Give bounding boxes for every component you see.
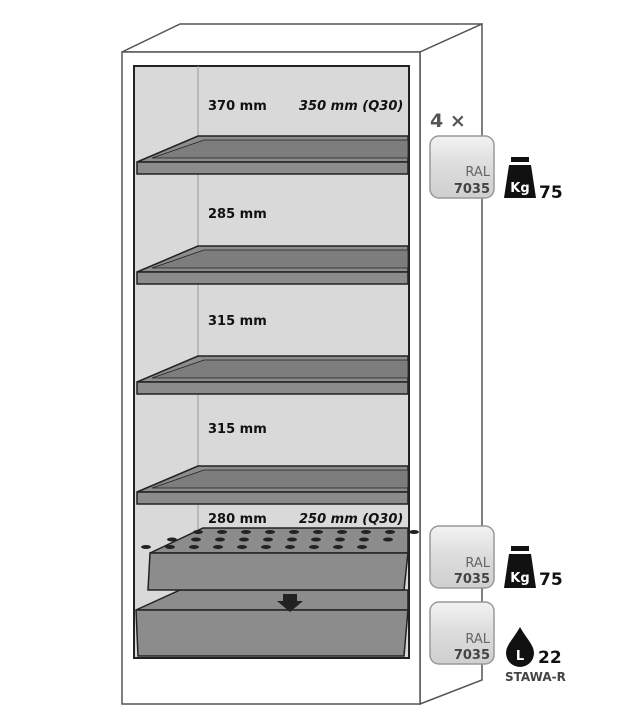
weight-kg-icon: Kg xyxy=(504,546,536,588)
shelf-count: 4 × xyxy=(430,110,466,132)
insert-hole xyxy=(141,545,151,549)
svg-text:7035: 7035 xyxy=(454,572,490,587)
insert-ral-badge: RAL 7035 xyxy=(429,525,495,589)
insert-hole xyxy=(217,530,227,534)
shelf-tray xyxy=(136,465,409,505)
shelf-height-label: 370 mm xyxy=(208,99,267,114)
insert-hole xyxy=(385,530,395,534)
insert-hole xyxy=(383,537,393,542)
weight-kg-icon: Kg xyxy=(504,157,536,198)
insert-hole xyxy=(337,530,347,534)
insert-hole xyxy=(213,545,223,549)
insert-hole xyxy=(239,537,249,542)
svg-text:RAL: RAL xyxy=(465,165,490,180)
insert-hole xyxy=(193,530,203,534)
shelf-height-alt-label: 350 mm (Q30) xyxy=(299,99,403,114)
svg-text:Kg: Kg xyxy=(510,181,529,196)
bottom-sump xyxy=(135,589,409,657)
sump-volume-value: 22 xyxy=(538,648,562,668)
svg-text:7035: 7035 xyxy=(454,648,490,663)
svg-text:L: L xyxy=(516,649,524,664)
arrow-down-icon xyxy=(277,594,303,612)
insert-hole xyxy=(189,545,199,549)
insert-hole xyxy=(237,545,247,549)
insert-hole xyxy=(335,537,345,542)
insert-load-value: 75 xyxy=(539,570,563,590)
insert-hole xyxy=(357,545,367,549)
insert-hole xyxy=(165,545,175,549)
insert-hole xyxy=(215,537,225,542)
drop-liter-icon: L xyxy=(506,627,534,667)
sump-model-caption: STAWA-R xyxy=(505,670,566,684)
shelves xyxy=(136,135,409,505)
svg-text:Kg: Kg xyxy=(510,571,529,586)
insert-hole xyxy=(309,545,319,549)
shelf-tray xyxy=(136,135,409,175)
insert-hole xyxy=(285,545,295,549)
insert-hole xyxy=(241,530,251,534)
insert-hole xyxy=(333,545,343,549)
svg-text:7035: 7035 xyxy=(454,182,490,197)
insert-hole xyxy=(287,537,297,542)
insert-hole xyxy=(191,537,201,542)
shelf-height-alt-label: 250 mm (Q30) xyxy=(299,512,403,527)
shelf-ral-badge: RAL 7035 xyxy=(429,135,495,199)
insert-hole xyxy=(409,530,419,534)
shelf-load-value: 75 xyxy=(539,183,563,203)
shelf-tray xyxy=(136,355,409,395)
shelf-height-label: 315 mm xyxy=(208,422,267,437)
insert-hole xyxy=(313,530,323,534)
insert-hole xyxy=(265,530,275,534)
insert-hole xyxy=(167,537,177,542)
shelf-height-label: 280 mm xyxy=(208,512,267,527)
insert-hole xyxy=(261,545,271,549)
insert-hole xyxy=(289,530,299,534)
insert-hole xyxy=(359,537,369,542)
shelf-height-label: 315 mm xyxy=(208,314,267,329)
insert-hole xyxy=(263,537,273,542)
insert-hole xyxy=(361,530,371,534)
shelf-tray xyxy=(136,245,409,285)
svg-text:RAL: RAL xyxy=(465,556,490,571)
svg-text:RAL: RAL xyxy=(465,632,490,647)
sump-ral-badge: RAL 7035 xyxy=(429,601,495,665)
perforated-insert xyxy=(141,527,419,591)
insert-hole xyxy=(311,537,321,542)
shelf-height-label: 285 mm xyxy=(208,207,267,222)
